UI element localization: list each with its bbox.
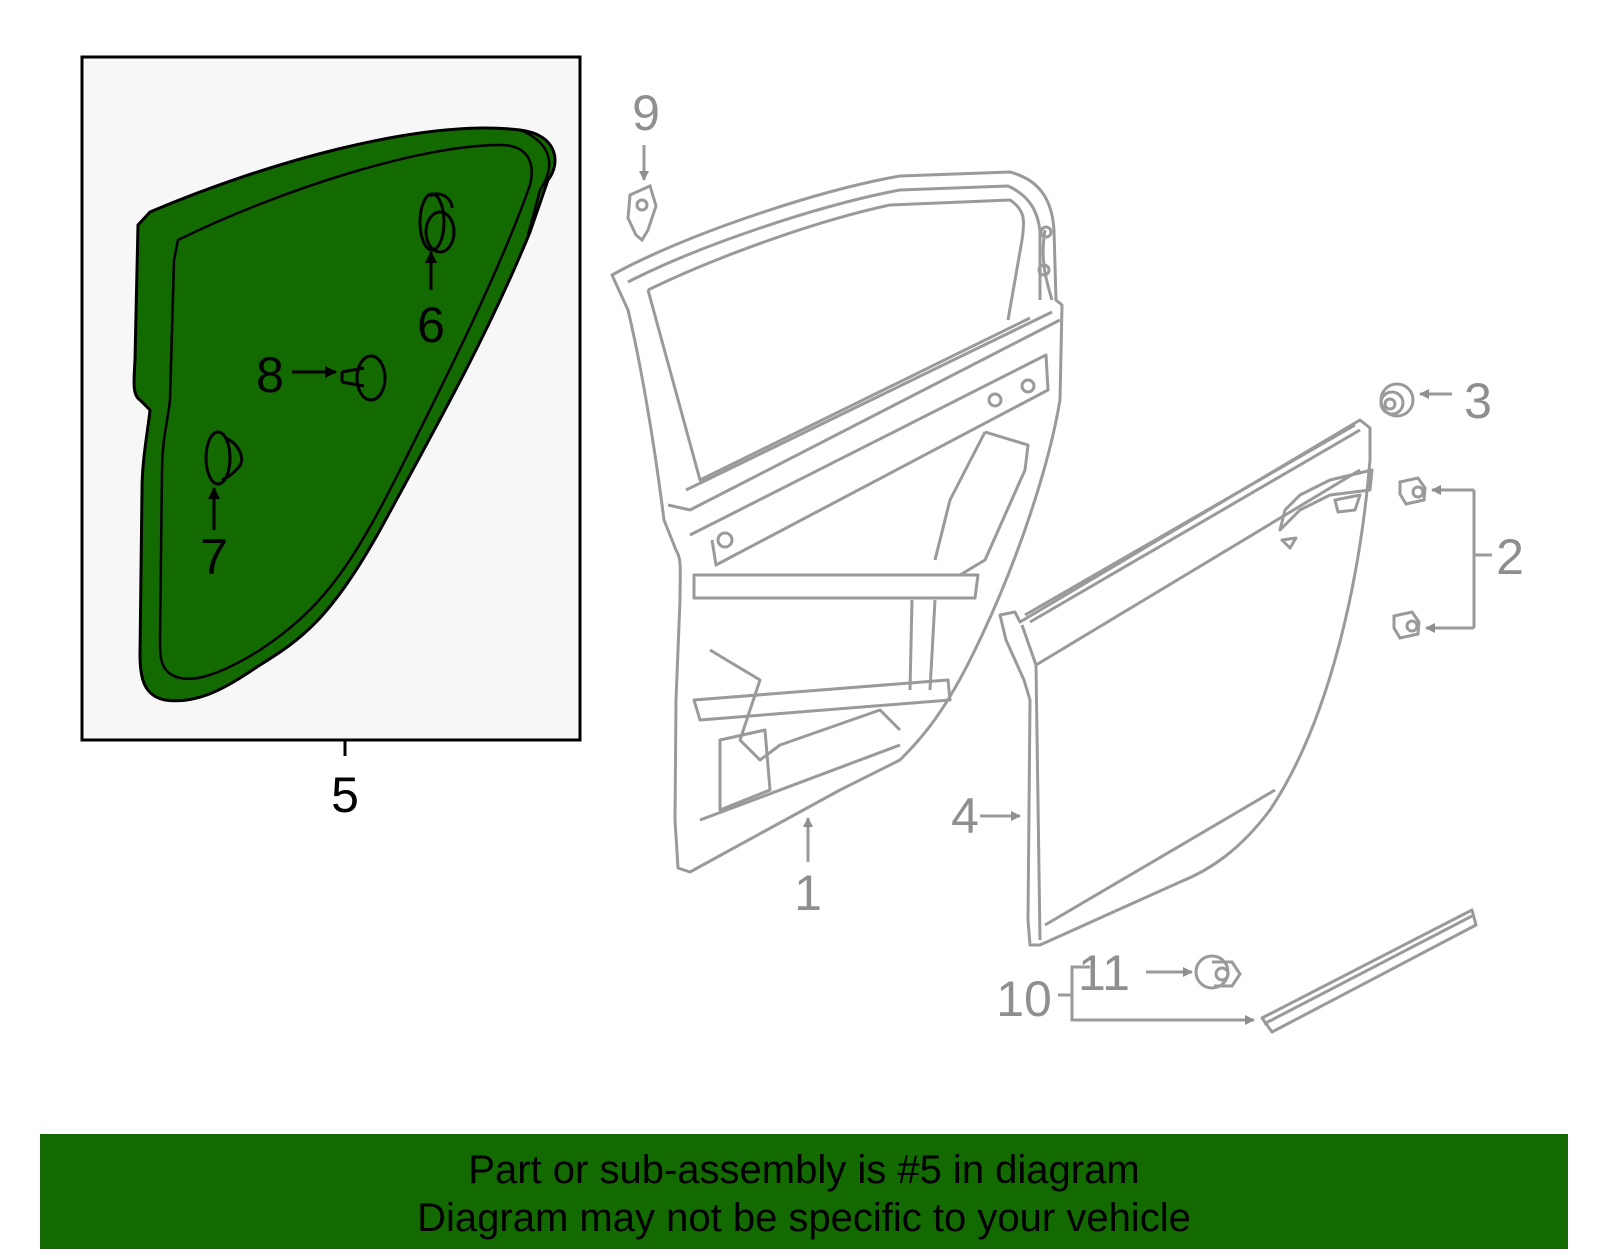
door-hole-seal-shape [132, 126, 557, 703]
plug-6-icon [418, 192, 456, 254]
part-4-outer-skin [980, 418, 1374, 947]
part-3-grommet [1379, 382, 1452, 418]
part-2-clip-nuts [1392, 476, 1492, 640]
callout-11: 11 [1078, 945, 1130, 1001]
banner-line-2: Diagram may not be specific to your vehi… [417, 1196, 1191, 1240]
callout-8: 8 [256, 347, 284, 403]
part-11-clip [1194, 954, 1242, 990]
callout-7: 7 [200, 529, 228, 585]
part-10-molding [1260, 908, 1478, 1034]
callout-3: 3 [1464, 373, 1492, 429]
callout-2: 2 [1496, 529, 1524, 585]
callout-5: 5 [331, 767, 359, 823]
banner-line-1: Part or sub-assembly is #5 in diagram [468, 1148, 1140, 1192]
clip-8-icon [340, 354, 387, 402]
callout-4: 4 [951, 788, 979, 844]
callout-1: 1 [794, 865, 822, 921]
inset-box-part-5: 6 7 8 5 [80, 55, 582, 823]
part-9-clip [626, 145, 658, 243]
plug-7-icon [204, 430, 243, 486]
callout-10-11-leaders [1058, 965, 1255, 1025]
info-banner: Part or sub-assembly is #5 in diagram Di… [40, 1134, 1568, 1249]
callout-10: 10 [996, 971, 1052, 1027]
callout-9: 9 [632, 85, 660, 141]
part-1-door-frame [610, 170, 1064, 874]
callout-6: 6 [417, 297, 445, 353]
